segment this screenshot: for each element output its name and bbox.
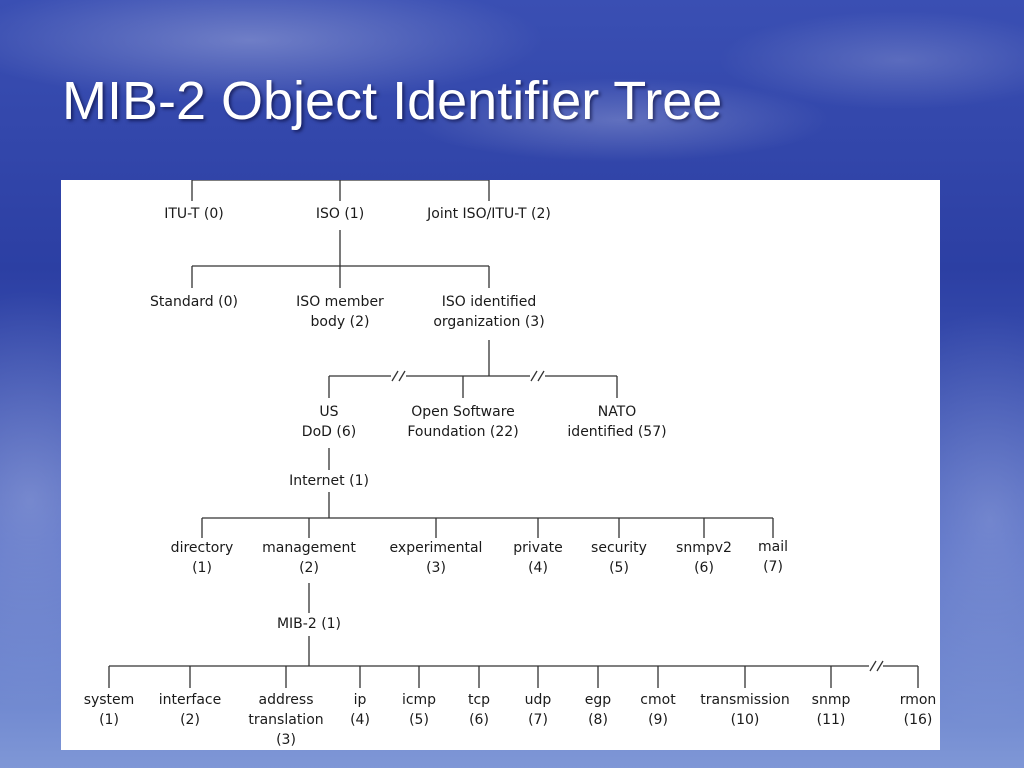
node-number: (2): [180, 712, 200, 728]
node-number: (4): [528, 560, 548, 576]
node-name: address: [258, 692, 314, 708]
node-number: (4): [350, 712, 370, 728]
node-iso-member-line2: body (2): [310, 314, 370, 330]
node-number: (5): [609, 560, 629, 576]
node-number: (7): [763, 559, 783, 575]
node-name: udp: [524, 692, 552, 708]
node-joint-iso-itu-t: Joint ISO/ITU-T (2): [427, 206, 551, 222]
node-number: (3): [426, 560, 446, 576]
node-snmp: snmp (11): [812, 690, 851, 730]
node-udp: udp (7): [525, 690, 552, 730]
node-iso-member-line1: ISO member: [296, 294, 384, 310]
tree-connectors: [108, 180, 919, 688]
node-name-line2: translation: [248, 712, 324, 728]
node-iso-identified-line1: ISO identified: [441, 294, 537, 310]
node-name: egp: [584, 692, 612, 708]
node-name: snmp: [811, 692, 851, 708]
oid-tree-diagram: ITU-T (0) ISO (1) Joint ISO/ITU-T (2) St…: [61, 180, 940, 750]
node-name: private: [513, 540, 563, 556]
node-name: experimental: [389, 540, 483, 556]
node-mail: mail (7): [758, 537, 788, 577]
node-number: (11): [816, 712, 846, 728]
node-number: (1): [99, 712, 119, 728]
node-name: mail: [758, 539, 788, 555]
node-number: (3): [276, 732, 296, 748]
node-nato-line2: identified (57): [567, 424, 667, 440]
node-name: transmission: [700, 692, 790, 708]
node-name: icmp: [401, 692, 437, 708]
node-us-dod-line2: DoD (6): [301, 424, 357, 440]
node-name: interface: [158, 692, 222, 708]
node-name: snmpv2: [676, 540, 732, 556]
node-name: directory: [170, 540, 234, 556]
node-number: (16): [903, 712, 933, 728]
node-experimental: experimental (3): [390, 538, 483, 578]
node-nato-line1: NATO: [597, 404, 637, 420]
node-iso-member-body: ISO member body (2): [296, 292, 384, 332]
node-snmpv2: snmpv2 (6): [676, 538, 732, 578]
node-name: ip: [353, 692, 367, 708]
node-osf-line1: Open Software: [411, 404, 515, 420]
node-number: (8): [588, 712, 608, 728]
node-us-dod-line1: US: [319, 404, 339, 420]
node-ip: ip (4): [350, 690, 370, 730]
node-iso: ISO (1): [315, 206, 365, 222]
node-cmot: cmot (9): [640, 690, 675, 730]
node-number: (6): [694, 560, 714, 576]
node-name: management: [262, 540, 356, 556]
node-address-translation: address translation (3): [248, 690, 323, 750]
slide-title: MIB-2 Object Identifier Tree: [62, 71, 723, 131]
node-directory: directory (1): [171, 538, 234, 578]
node-iso-identified-organization: ISO identified organization (3): [433, 292, 544, 332]
node-management: management (2): [262, 538, 356, 578]
node-us-dod: US DoD (6): [302, 402, 356, 442]
node-nato-identified: NATO identified (57): [567, 402, 666, 442]
node-rmon: rmon (16): [900, 690, 937, 730]
node-standard: Standard (0): [150, 294, 238, 310]
node-number: (7): [528, 712, 548, 728]
node-number: (2): [299, 560, 319, 576]
node-iso-identified-line2: organization (3): [433, 314, 545, 330]
node-name: rmon: [899, 692, 937, 708]
node-egp: egp (8): [585, 690, 611, 730]
node-number: (5): [409, 712, 429, 728]
node-name: cmot: [640, 692, 676, 708]
node-mib-2: MIB-2 (1): [276, 616, 342, 632]
node-private: private (4): [513, 538, 563, 578]
node-transmission: transmission (10): [700, 690, 789, 730]
node-tcp: tcp (6): [468, 690, 490, 730]
node-number: (1): [192, 560, 212, 576]
node-security: security (5): [591, 538, 647, 578]
node-icmp: icmp (5): [402, 690, 436, 730]
node-itu-t: ITU-T (0): [164, 206, 224, 222]
node-name: system: [83, 692, 135, 708]
node-internet: Internet (1): [289, 473, 369, 489]
node-system: system (1): [84, 690, 135, 730]
node-name: tcp: [467, 692, 491, 708]
node-number: (10): [730, 712, 760, 728]
node-number: (6): [469, 712, 489, 728]
node-interface: interface (2): [159, 690, 221, 730]
node-osf-line2: Foundation (22): [407, 424, 519, 440]
node-name: security: [591, 540, 647, 556]
node-open-software-foundation: Open Software Foundation (22): [407, 402, 518, 442]
node-number: (9): [648, 712, 668, 728]
